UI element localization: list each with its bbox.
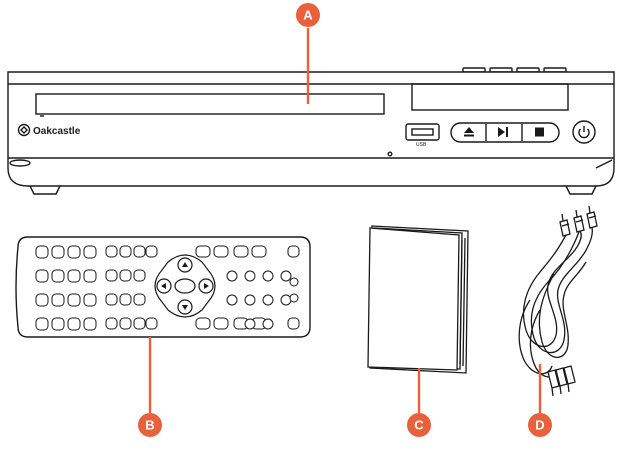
remote-button	[83, 245, 97, 259]
remote-control	[15, 236, 311, 338]
remote-button	[289, 293, 299, 303]
cable-wire	[530, 227, 593, 354]
remote-button	[195, 245, 211, 258]
number-button	[262, 318, 274, 330]
callout-badge-b	[138, 413, 162, 437]
remote-button	[67, 293, 81, 307]
remote-button	[51, 293, 65, 307]
manual-page-edge	[459, 239, 463, 365]
number-button	[244, 294, 256, 306]
arrow-up-icon	[182, 262, 188, 267]
remote-button	[83, 293, 97, 307]
remote-button	[133, 293, 146, 306]
callout-label-d: D	[535, 418, 544, 433]
dvd-player	[7, 67, 615, 195]
remote-button	[67, 269, 81, 283]
remote-button	[289, 277, 299, 287]
bottom-rca-plugs	[547, 365, 576, 397]
indicator-led	[387, 151, 393, 157]
remote-button	[67, 317, 81, 331]
remote-button	[67, 245, 81, 259]
remote-button	[35, 245, 49, 259]
callout-badge-c	[407, 413, 431, 437]
callout-label-c: C	[414, 418, 424, 433]
remote-button	[119, 269, 132, 282]
right-foot	[565, 185, 597, 195]
remote-button	[51, 269, 65, 283]
remote-button	[83, 317, 97, 331]
cable-wire	[538, 261, 587, 359]
display-window	[411, 83, 569, 111]
number-button	[262, 270, 274, 282]
remote-button	[251, 245, 267, 258]
callout-badge-a	[296, 3, 320, 27]
remote-button	[213, 317, 229, 330]
remote-button	[51, 245, 65, 259]
brand-logo-icon	[17, 123, 31, 137]
remote-button	[145, 245, 158, 258]
remote-button	[233, 245, 249, 258]
stop-icon	[535, 127, 544, 137]
user-manual	[367, 225, 469, 374]
dpad-ok-button	[174, 278, 196, 294]
arrow-right-icon	[204, 283, 209, 289]
remote-button	[287, 245, 300, 258]
remote-button	[83, 269, 97, 283]
remote-button	[145, 317, 158, 330]
number-button	[244, 270, 256, 282]
av-cable	[518, 205, 598, 397]
remote-button	[195, 317, 211, 330]
power-button	[572, 120, 596, 144]
control-strip	[450, 122, 560, 143]
number-button	[280, 270, 292, 282]
play-pause-icon-bar	[506, 127, 508, 137]
remote-button	[133, 245, 146, 258]
remote-button	[35, 269, 49, 283]
callout-label-b: B	[145, 418, 154, 433]
remote-button	[119, 317, 132, 330]
usb-label: USB	[416, 142, 427, 148]
remote-button	[105, 293, 118, 306]
disc-tray	[35, 93, 385, 115]
brand-name: Oakcastle	[33, 126, 81, 137]
remote-button	[287, 317, 300, 330]
manual-page-edge	[462, 237, 466, 367]
cable-wire	[518, 299, 553, 375]
number-button	[280, 294, 292, 306]
remote-button	[105, 317, 118, 330]
number-button	[244, 318, 256, 330]
remote-button	[213, 245, 229, 258]
arrow-down-icon	[182, 305, 188, 310]
brand-logo-mark	[20, 126, 28, 134]
manual-cover	[367, 227, 460, 371]
remote-button	[105, 269, 118, 282]
remote-button	[51, 317, 65, 331]
remote-button	[133, 317, 146, 330]
usb-slot	[411, 128, 434, 136]
arrow-left-icon	[161, 283, 166, 289]
callout-badge-d	[528, 413, 552, 437]
play-pause-icon	[498, 127, 505, 137]
eject-icon-bar	[464, 134, 474, 137]
remote-button	[35, 293, 49, 307]
remote-button	[119, 293, 132, 306]
callout-label-a: A	[303, 8, 313, 23]
number-button	[226, 294, 238, 306]
side-edge	[595, 159, 613, 169]
number-button	[226, 270, 238, 282]
top-rca-plugs	[559, 205, 598, 237]
player-body	[7, 71, 615, 187]
remote-button	[35, 317, 49, 331]
power-icon	[578, 126, 590, 139]
cable-wire	[522, 230, 582, 348]
remote-button	[105, 245, 118, 258]
remote-button	[119, 245, 132, 258]
usb-port	[405, 123, 440, 141]
remote-button	[133, 269, 146, 282]
number-button	[262, 294, 274, 306]
left-foot	[29, 185, 61, 195]
eject-icon	[464, 127, 474, 133]
ir-sensor	[9, 159, 31, 167]
